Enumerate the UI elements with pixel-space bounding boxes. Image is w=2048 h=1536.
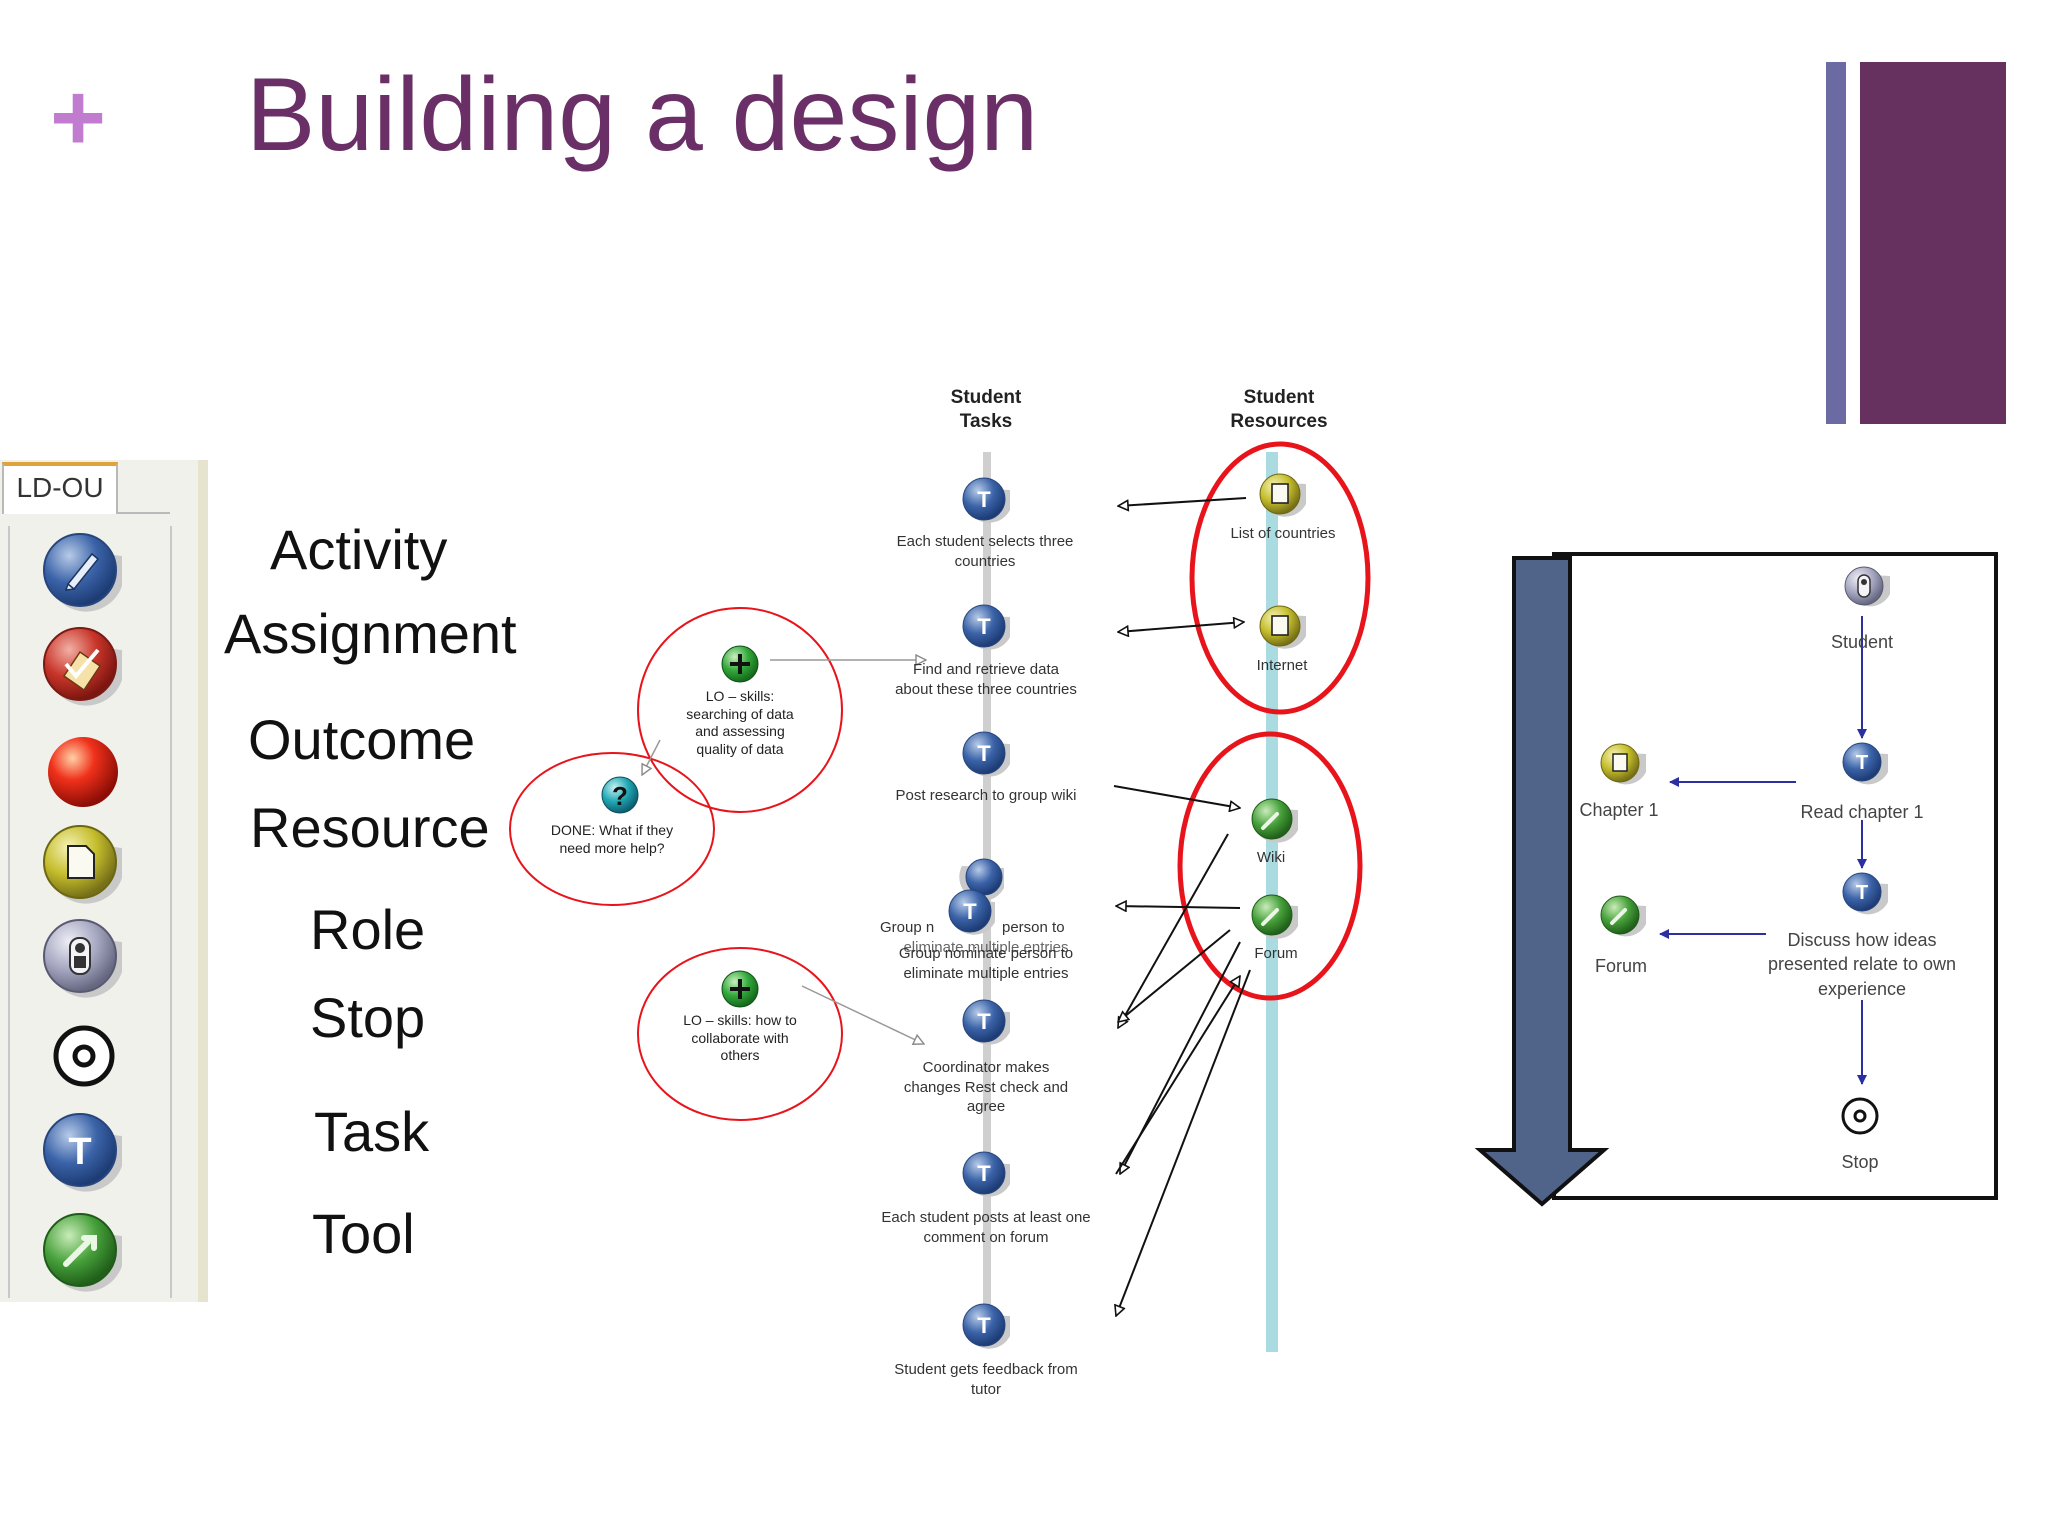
term-activity: Activity	[270, 518, 448, 581]
resource-label: List of countries	[1230, 525, 1336, 542]
svg-text:T: T	[68, 1131, 91, 1173]
task-icon: T	[962, 477, 1010, 523]
task-node-icons: T T T T T T T	[948, 477, 1010, 1349]
flow-task1-label: Read chapter 1	[1800, 802, 1924, 822]
flow-example-frame	[1552, 552, 1998, 1200]
svg-text:T: T	[977, 741, 991, 766]
resource-icon	[1259, 473, 1306, 517]
tool-icon	[1251, 798, 1298, 843]
tool-icon[interactable]	[43, 1213, 122, 1292]
plus-outcome-icon	[721, 645, 759, 683]
resource-label: Internet	[1256, 657, 1308, 674]
stop-icon[interactable]	[53, 1025, 115, 1087]
flow-resource-label: Chapter 1	[1579, 800, 1659, 820]
task-icon: T	[1842, 742, 1888, 785]
svg-text:T: T	[977, 614, 991, 639]
resource-label: Forum	[1254, 945, 1298, 962]
term-assignment: Assignment	[224, 602, 517, 665]
outcome-circle	[637, 947, 843, 1121]
flow-tool-label: Forum	[1594, 956, 1647, 976]
sequence-down-arrow	[1474, 556, 1610, 1207]
task-icon	[959, 858, 1004, 901]
term-outcome: Outcome	[248, 708, 476, 771]
resource-icon	[1259, 605, 1306, 649]
resource-label: Wiki	[1256, 849, 1286, 866]
tool-icon	[1251, 894, 1298, 939]
svg-text:T: T	[977, 487, 991, 512]
svg-text:T: T	[1856, 752, 1868, 774]
svg-text:?: ?	[612, 781, 628, 811]
task-label: Group n	[880, 919, 935, 936]
task-resource-arrows	[1113, 497, 1251, 1316]
term-resource: Resource	[250, 796, 490, 859]
tool-icon	[1600, 895, 1646, 937]
task-icon: T	[962, 999, 1010, 1045]
assignment-icon[interactable]	[43, 627, 123, 706]
svg-text:T: T	[977, 1313, 991, 1338]
plus-outcome-icon	[721, 970, 759, 1008]
task-label: eliminate multiple entries	[903, 939, 1069, 956]
question-circle	[509, 752, 715, 906]
term-task: Task	[314, 1100, 430, 1163]
outcome-circle	[637, 607, 843, 813]
flow-role-label: Student	[1830, 632, 1894, 652]
term-tool: Tool	[312, 1202, 415, 1265]
palette-tab-line	[118, 512, 170, 514]
slide-title: Building a design	[246, 57, 1039, 173]
resource-icon[interactable]	[43, 825, 123, 904]
svg-text:T: T	[1856, 882, 1868, 904]
resource-icon	[1600, 743, 1646, 785]
svg-text:T: T	[977, 1009, 991, 1034]
question-icon: ?	[601, 776, 639, 814]
svg-text:T: T	[977, 1161, 991, 1186]
term-stop: Stop	[310, 986, 426, 1049]
palette-tab[interactable]: LD-OU	[2, 462, 118, 514]
task-icon: T	[1842, 872, 1888, 915]
task-label: person to	[1002, 919, 1065, 936]
activity-icon[interactable]	[43, 533, 123, 612]
highlight-ellipse	[1189, 441, 1371, 715]
palette-icon-column	[8, 526, 172, 1298]
svg-text:T: T	[963, 899, 977, 924]
stop-icon	[1841, 1097, 1879, 1135]
task-icon: T	[948, 889, 995, 935]
task-icon: T	[962, 1303, 1010, 1349]
highlight-ellipse	[1177, 731, 1363, 1001]
decorative-bar-light	[1826, 62, 1846, 424]
decorative-bar-dark	[1860, 62, 2006, 424]
task-icon: T	[962, 604, 1010, 650]
role-icon	[1844, 566, 1890, 607]
flow-stop-label: Stop	[1841, 1152, 1879, 1172]
plus-icon: +	[50, 64, 107, 171]
task-icon: T	[962, 1151, 1010, 1197]
task-icon[interactable]: T	[43, 1113, 123, 1192]
outcome-icon[interactable]	[48, 737, 118, 807]
role-icon[interactable]	[43, 919, 123, 998]
task-label: Post research to group wiki	[895, 787, 1077, 804]
resource-node-icons	[1251, 473, 1306, 939]
task-icon: T	[962, 731, 1010, 777]
term-role: Role	[310, 898, 426, 961]
